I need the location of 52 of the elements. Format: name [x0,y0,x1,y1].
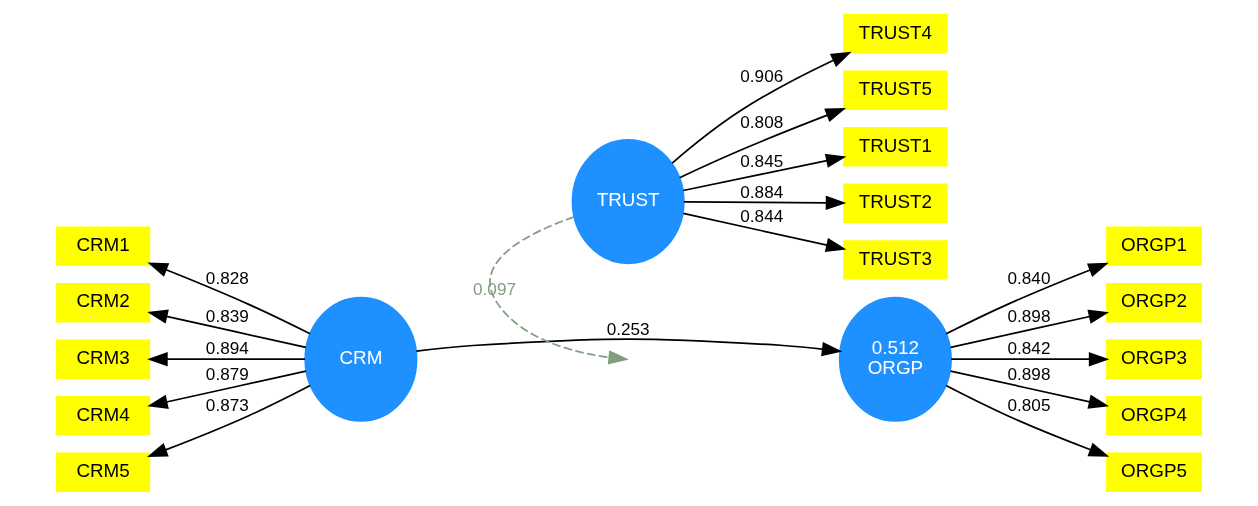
edge-label: 0.879 [205,363,249,384]
arrow [683,195,847,211]
node-box: TRUST3 [843,240,948,280]
edge-label: 0.253 [606,319,650,340]
arrow [146,384,312,457]
edge-label: 0.898 [1007,363,1051,384]
edge-label: 0.839 [205,305,249,326]
edge-label: 0.097 [473,278,516,299]
edge-label: 0.828 [205,267,249,288]
node-circle: TRUST [571,139,685,265]
arrow [682,153,847,192]
edge-label: 0.805 [1007,394,1051,415]
arrow [945,262,1109,335]
edge-label: 0.906 [740,65,784,86]
edge-label: 0.842 [1007,338,1051,359]
edge-label: 0.844 [740,206,784,227]
arrow [147,309,307,349]
edge-label: 0.873 [205,394,249,415]
node-box: TRUST2 [843,183,948,224]
arrow [671,51,852,164]
node-box: ORGP3 [1106,339,1202,379]
node-box: CRM3 [56,339,151,379]
edge-label: 0.894 [205,338,249,359]
arrow [682,212,847,253]
arrow [950,352,1110,367]
edge-label: 0.845 [740,151,784,172]
node-box: ORGP5 [1106,452,1202,492]
node-box: CRM2 [56,282,151,323]
arrow [147,352,306,367]
node-box: TRUST5 [843,70,948,110]
arrow [949,370,1110,409]
arrow [489,216,629,365]
node-box: ORGP2 [1106,282,1202,323]
arrow [415,338,843,357]
node-box: TRUST1 [843,127,948,167]
node-box: ORGP1 [1106,226,1202,266]
node-box: CRM4 [56,396,151,436]
arrow [147,262,311,335]
arrow [147,370,307,409]
edge-label: 0.884 [740,182,784,203]
arrow [949,309,1110,349]
arrow [945,384,1110,457]
edge-label: 0.840 [1007,267,1051,288]
arrow [678,108,847,179]
edge-label: 0.808 [740,111,784,132]
node-box: CRM1 [56,226,151,266]
node-box: ORGP4 [1106,396,1202,436]
node-circle: 0.512 ORGP [838,296,952,422]
edge-label: 0.898 [1007,305,1051,326]
node-box: CRM5 [56,452,151,492]
node-circle: CRM [304,296,418,422]
node-box: TRUST4 [843,14,948,54]
